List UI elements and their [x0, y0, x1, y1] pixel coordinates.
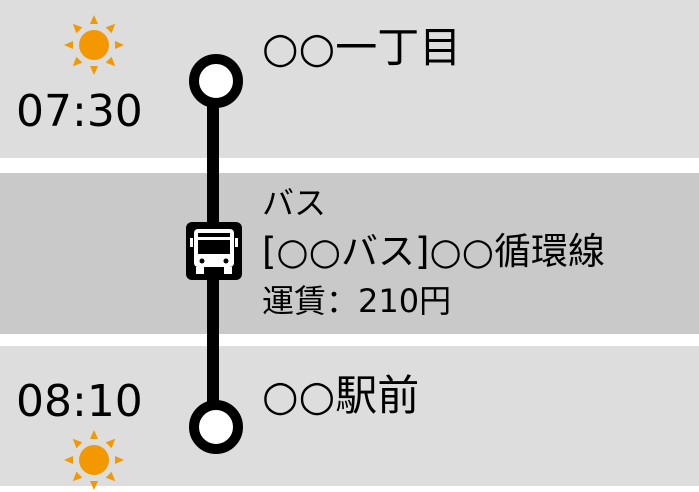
- arrival-stop-marker: [189, 400, 243, 454]
- departure-stop-marker: [189, 54, 243, 108]
- bus-icon: [186, 222, 242, 280]
- transport-mode: バス: [262, 184, 327, 222]
- departure-row[interactable]: [0, 0, 699, 158]
- fare: 運賃：210円: [262, 282, 452, 320]
- segment-row[interactable]: [0, 173, 699, 334]
- arrival-time: 08:10: [16, 376, 143, 427]
- route-name: [○○バス]○○循環線: [262, 230, 606, 273]
- sun-icon: [64, 15, 124, 75]
- departure-time: 07:30: [16, 86, 143, 137]
- sun-icon: [64, 430, 124, 490]
- arrival-station: ○○駅前: [262, 371, 420, 420]
- departure-station: ○○一丁目: [262, 23, 462, 72]
